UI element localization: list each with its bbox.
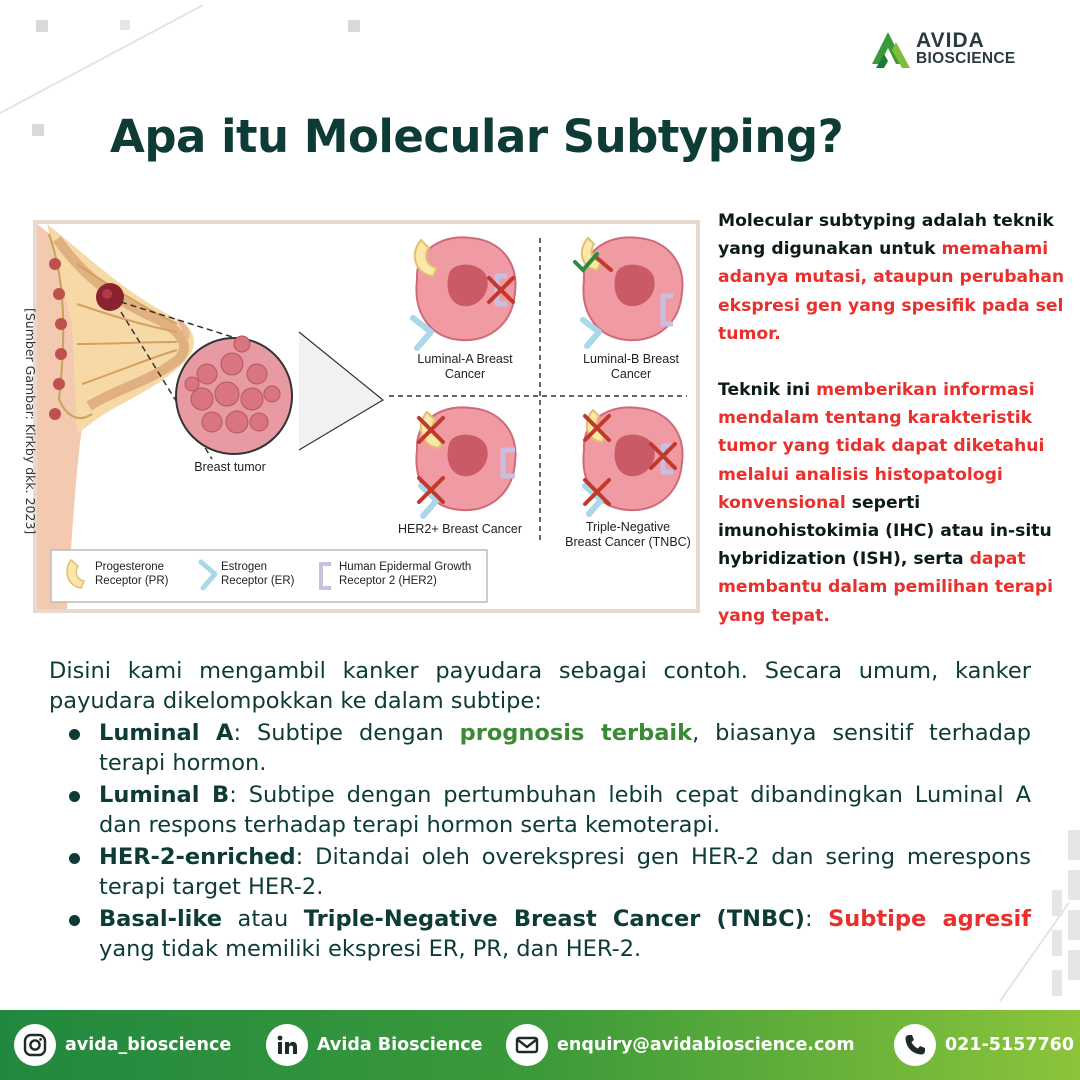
footer-instagram[interactable]: avida_bioscience [14, 1024, 231, 1066]
deco-line [0, 4, 204, 114]
deco-square [348, 20, 360, 32]
subtype-list-item: Luminal A: Subtipe dengan prognosis terb… [49, 718, 1031, 778]
intro-paragraph: Disini kami mengambil kanker payudara se… [49, 658, 1031, 714]
linkedin-name: Avida Bioscience [317, 1035, 483, 1055]
image-source-credit: [Sumber Gambar: Kirkby dkk. 2023] [23, 308, 38, 535]
subtype-name: Luminal B [99, 782, 230, 808]
text-segment: , biasanya sensitif terhadap terapi horm… [99, 720, 1031, 776]
footer-email[interactable]: enquiry@avidabioscience.com [506, 1024, 855, 1066]
highlight-text: prognosis terbaik [459, 720, 693, 746]
text-segment: : Subtipe dengan [233, 720, 460, 746]
contact-footer: avida_bioscience Avida Bioscience enquir… [0, 1010, 1080, 1080]
breast-anatomy [37, 224, 194, 609]
phone-icon [894, 1024, 936, 1066]
avida-logo-icon [872, 32, 910, 68]
subtype-list-item: Basal-like atau Triple-Negative Breast C… [49, 904, 1031, 964]
cancer-cells [415, 236, 684, 512]
text-segment: yang tidak memiliki ekspresi ER, PR, dan… [99, 936, 642, 962]
subtype-list-item: HER-2-enriched: Ditandai oleh overekspre… [49, 842, 1031, 902]
subtype-list: Luminal A: Subtipe dengan prognosis terb… [49, 718, 1031, 964]
definition-paragraph: Molecular subtyping adalah teknik yang d… [718, 207, 1068, 348]
email-address: enquiry@avidabioscience.com [557, 1035, 855, 1055]
highlight-text: dapat membantu dalam pemilihan terapi ya… [718, 549, 1054, 626]
text-segment: : Subtipe dengan pertumbuhan lebih cepat… [99, 782, 1031, 838]
instagram-icon [14, 1024, 56, 1066]
tumor-label: Breast tumor [194, 460, 266, 474]
subtype-name: HER-2-enriched [99, 844, 296, 870]
text-segment: atau [222, 906, 304, 932]
highlight-text: memahami adanya mutasi, ataupun perubaha… [718, 239, 1065, 344]
definition-panel: Molecular subtyping adalah teknik yang d… [718, 207, 1068, 630]
subtype-name: Luminal A [99, 720, 234, 746]
page-title: Apa itu Molecular Subtyping? [110, 110, 844, 163]
subtype-list-item: Luminal B: Subtipe dengan pertumbuhan le… [49, 780, 1031, 840]
negative-marks [417, 256, 677, 506]
email-icon [506, 1024, 548, 1066]
subtype-name: Triple-Negative Breast Cancer (TNBC) [303, 906, 805, 932]
subtype-name: Basal-like [99, 906, 223, 932]
text-segment: : [804, 906, 829, 932]
positive-checkmark [573, 252, 599, 273]
deco-square [32, 124, 44, 136]
highlight-text: Subtipe agresif [828, 906, 1031, 932]
her2-receptors [494, 273, 673, 479]
text-segment: Teknik ini [718, 380, 817, 401]
breast-cancer-illustration [37, 224, 687, 609]
text-segment: Molecular subtyping adalah teknik yang d… [718, 211, 1054, 260]
footer-phone[interactable]: 021-5157760 [894, 1024, 1074, 1066]
brand-logo: AVIDA BIOSCIENCE [870, 28, 1060, 72]
phone-number: 021-5157760 [945, 1035, 1075, 1055]
deco-square [36, 20, 48, 32]
brand-name-line1: AVIDA [916, 29, 985, 52]
quadrant-label-her2: HER2+ Breast Cancer [397, 522, 522, 536]
highlight-text: memberikan informasi mendalam tentang ka… [718, 380, 1045, 513]
instagram-handle: avida_bioscience [65, 1035, 232, 1055]
tumor-zoom-circle [175, 335, 293, 455]
technique-paragraph: Teknik ini memberikan informasi mendalam… [718, 376, 1068, 630]
legend-her2-icon [319, 562, 331, 590]
deco-square [120, 20, 130, 30]
text-segment: : Ditandai oleh overekspresi gen HER-2 d… [99, 844, 1031, 900]
legend-er-icon [198, 559, 218, 591]
legend-pr-icon [66, 558, 86, 589]
brand-name-line2: BIOSCIENCE [916, 50, 1016, 67]
er-receptors [410, 315, 604, 519]
legend-box [50, 549, 488, 603]
subtype-description: Disini kami mengambil kanker payudara se… [49, 656, 1031, 964]
deco-stripes [1052, 830, 1080, 996]
linkedin-icon [266, 1024, 308, 1066]
text-segment: seperti imunohistokimia (IHC) atau in-si… [718, 492, 1052, 570]
footer-linkedin[interactable]: Avida Bioscience [266, 1024, 482, 1066]
